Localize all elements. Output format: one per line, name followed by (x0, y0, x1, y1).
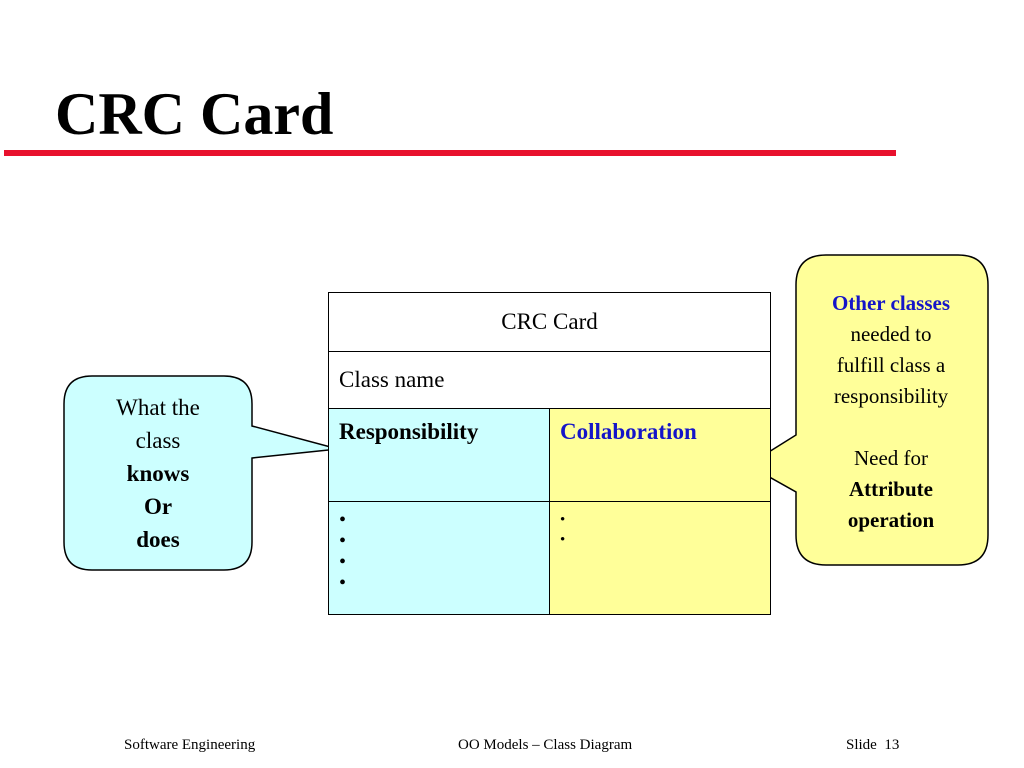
right-callout-bubble (746, 254, 989, 566)
responsibility-bullet: • (339, 530, 347, 552)
slide-title: CRC Card (55, 81, 334, 147)
responsibility-bullet: • (339, 572, 347, 594)
collaboration-bullet: • (560, 532, 566, 548)
left-callout-or: Or (143, 494, 173, 519)
right-callout-operation: operation (847, 508, 935, 532)
responsibility-header: Responsibility (328, 408, 550, 502)
collaboration-header: Collaboration (549, 408, 771, 502)
left-callout-line: What the (116, 395, 200, 420)
footer-course: Software Engineering (124, 737, 256, 753)
right-callout-spacer (798, 412, 984, 443)
responsibility-bullet: • (339, 551, 347, 573)
right-callout-text: Other classes needed to fulfill class a … (798, 288, 984, 536)
left-callout-knows: knows (126, 461, 190, 486)
footer-slide-number: Slide 13 (846, 737, 899, 754)
right-callout-line: Need for (853, 446, 929, 470)
right-callout-line: needed to (850, 322, 932, 346)
left-callout-line: class (135, 428, 181, 453)
collaboration-bullet: • (560, 512, 566, 528)
crc-card-header: CRC Card (328, 292, 771, 352)
footer-topic: OO Models – Class Diagram (458, 737, 633, 753)
footer-slide-value: 13 (884, 737, 900, 753)
class-name-cell: Class name (328, 351, 771, 409)
right-callout-line: responsibility (833, 384, 949, 408)
crc-card-table: CRC Card Class name Responsibility Colla… (328, 292, 771, 615)
footer-slide-label: Slide (846, 737, 877, 753)
right-callout-attribute: Attribute (849, 477, 933, 501)
left-callout-bubble (63, 375, 339, 571)
left-callout-text: What the class knows Or does (64, 391, 252, 556)
title-underline (4, 150, 896, 156)
left-callout-does: does (136, 527, 180, 552)
responsibility-bullet: • (339, 509, 347, 531)
collaboration-list-cell: • • (549, 501, 771, 615)
responsibility-list-cell: • • • • (328, 501, 550, 615)
right-callout-other-classes: Other classes (831, 291, 950, 315)
right-callout-line: fulfill class a (836, 353, 946, 377)
